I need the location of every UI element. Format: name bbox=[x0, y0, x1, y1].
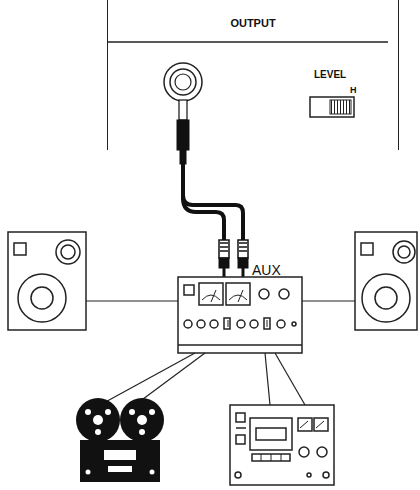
switch-position-label: H bbox=[350, 86, 357, 95]
cable bbox=[177, 100, 248, 277]
output-panel: OUTPUT bbox=[107, 0, 399, 150]
input-label: AUX bbox=[252, 263, 281, 277]
left-speaker bbox=[8, 232, 86, 330]
level-label: LEVEL bbox=[314, 70, 346, 80]
panel-heading: OUTPUT bbox=[108, 18, 398, 29]
level-switch bbox=[310, 97, 354, 117]
panel-divider bbox=[108, 41, 388, 43]
reel-to-reel-deck bbox=[76, 398, 164, 482]
output-jack bbox=[164, 63, 202, 101]
speaker-wire bbox=[86, 300, 355, 301]
amplifier bbox=[178, 277, 302, 353]
right-speaker bbox=[355, 232, 417, 330]
deck-wire bbox=[100, 353, 305, 405]
cassette-deck bbox=[230, 405, 334, 485]
